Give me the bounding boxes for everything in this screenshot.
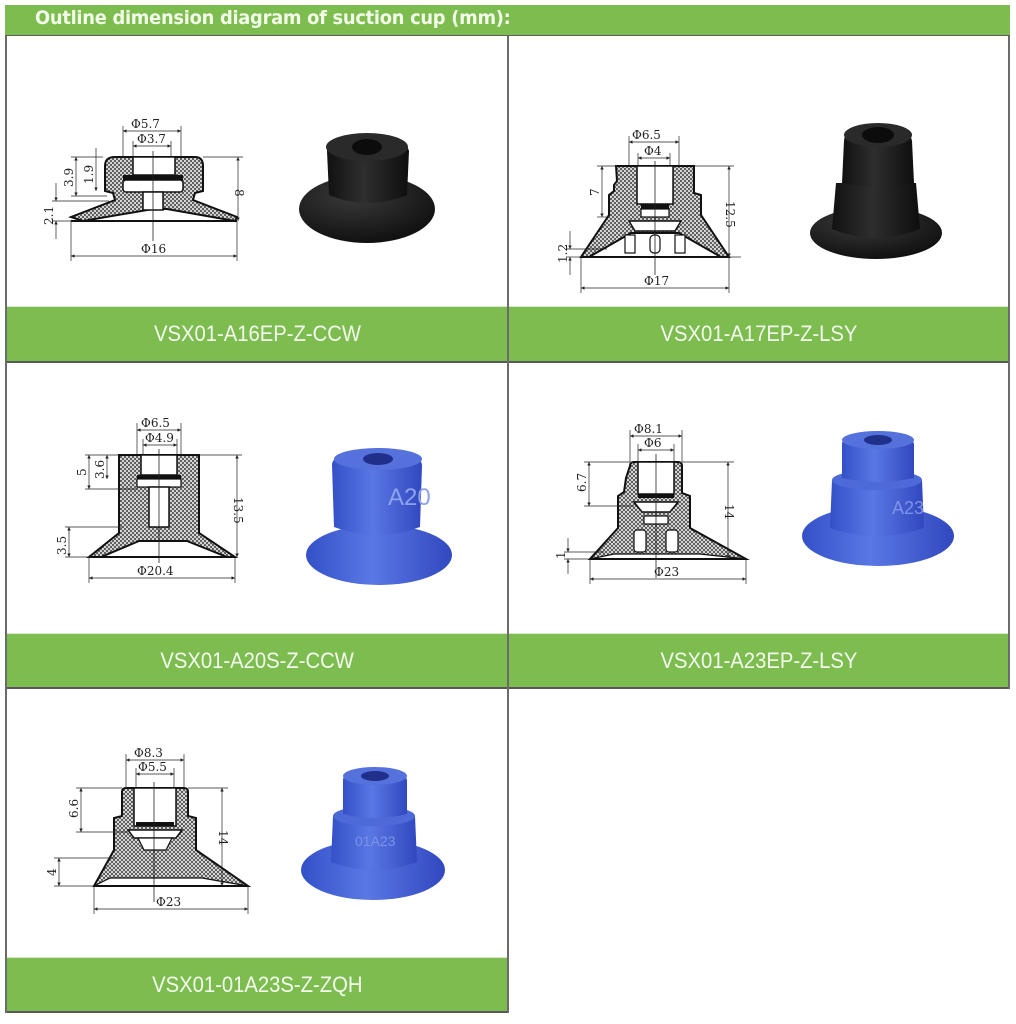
- dimension-drawing: Φ8.1 Φ6 6.7 14 1 Φ23: [554, 422, 750, 584]
- product-photo-black-cup: [299, 133, 435, 243]
- section-header: Outline dimension diagram of suction cup…: [5, 5, 1010, 36]
- dim-lip-height: 1.2: [556, 244, 570, 263]
- product-marking: A20: [388, 484, 431, 511]
- dim-base-diameter: Φ17: [644, 274, 669, 288]
- dim-inner-diameter: Φ3.7: [137, 132, 166, 146]
- model-label: VSX01-A16EP-Z-CCW: [7, 306, 507, 363]
- dim-total-height: 8: [232, 189, 246, 197]
- product-figure: Φ8.1 Φ6 6.7 14 1 Φ23: [509, 363, 1008, 633]
- dim-upper-height: 6.6: [67, 799, 81, 818]
- product-photo-black-cup: [810, 123, 942, 259]
- dim-outer-top-diameter: Φ8.1: [634, 422, 663, 436]
- dim-upper-height: 6.7: [575, 473, 589, 492]
- dim-base-diameter: Φ23: [654, 565, 679, 579]
- product-photo-blue-cup: A20: [306, 448, 452, 585]
- dim-outer-top-diameter: Φ6.5: [632, 128, 661, 142]
- dim-groove-height: 3.6: [93, 460, 107, 479]
- product-card-a20s: Φ6.5 Φ4.9 5 3.6 13.5 3.5 Φ20.4: [5, 363, 509, 689]
- model-label: VSX01-A23EP-Z-LSY: [509, 633, 1008, 689]
- product-photo-blue-cup: 01A23: [301, 767, 445, 900]
- dim-groove-height: 1.9: [82, 165, 96, 184]
- dim-lip-height: 4: [45, 868, 59, 876]
- dim-total-height: 12.5: [723, 201, 737, 228]
- dimension-drawing: Φ5.7 Φ3.7 3.9 1.9 8 2.1 Φ16: [42, 117, 246, 261]
- dim-lip-height: 1: [554, 551, 568, 559]
- model-label: VSX01-A17EP-Z-LSY: [509, 306, 1008, 363]
- dim-outer-top-diameter: Φ5.7: [131, 117, 160, 131]
- model-name: VSX01-A17EP-Z-LSY: [660, 321, 857, 346]
- dim-inner-diameter: Φ6: [644, 436, 661, 450]
- dim-inner-diameter: Φ5.5: [138, 760, 167, 774]
- dim-upper-height: 7: [588, 188, 602, 196]
- model-name: VSX01-A23EP-Z-LSY: [660, 647, 857, 673]
- product-marking: A23: [892, 498, 924, 518]
- model-name: VSX01-01A23S-Z-ZQH: [151, 971, 363, 997]
- dimension-drawing: Φ8.3 Φ5.5 6.6 14 4 Φ23: [45, 746, 252, 914]
- product-marking: 01A23: [355, 833, 396, 849]
- section-title: Outline dimension diagram of suction cup…: [35, 7, 511, 29]
- dim-upper-height: 3.9: [62, 168, 76, 187]
- dim-lip-height: 3.5: [55, 536, 69, 555]
- dimension-drawing: Φ6.5 Φ4 7 12.5 1.2 Φ17: [556, 128, 741, 293]
- product-figure: Φ5.7 Φ3.7 3.9 1.9 8 2.1 Φ16: [7, 36, 507, 306]
- model-name: VSX01-A20S-Z-CCW: [160, 647, 354, 673]
- product-card-01a23s: Φ8.3 Φ5.5 6.6 14 4 Φ23: [5, 689, 509, 1013]
- dim-lip-height: 2.1: [42, 206, 56, 225]
- dim-upper-height: 5: [75, 468, 89, 476]
- model-label: VSX01-01A23S-Z-ZQH: [7, 957, 507, 1013]
- product-photo-blue-cup: A23: [802, 431, 954, 566]
- product-card-a17ep: Φ6.5 Φ4 7 12.5 1.2 Φ17: [507, 36, 1010, 363]
- product-figure: Φ6.5 Φ4.9 5 3.6 13.5 3.5 Φ20.4: [7, 363, 507, 633]
- dim-total-height: 13.5: [231, 497, 245, 524]
- product-card-a23ep: Φ8.1 Φ6 6.7 14 1 Φ23: [507, 363, 1010, 689]
- product-card-a16ep: Φ5.7 Φ3.7 3.9 1.9 8 2.1 Φ16: [5, 36, 509, 363]
- dim-base-diameter: Φ23: [156, 895, 181, 909]
- dim-total-height: 14: [722, 504, 736, 520]
- dim-outer-top-diameter: Φ8.3: [134, 746, 163, 760]
- dim-inner-diameter: Φ4: [644, 144, 662, 158]
- dim-base-diameter: Φ16: [141, 242, 166, 256]
- dim-total-height: 14: [216, 830, 230, 846]
- dim-inner-diameter: Φ4.9: [145, 431, 174, 445]
- model-label: VSX01-A20S-Z-CCW: [7, 633, 507, 689]
- dim-base-diameter: Φ20.4: [137, 564, 174, 578]
- dim-outer-top-diameter: Φ6.5: [141, 416, 170, 430]
- model-name: VSX01-A16EP-Z-CCW: [153, 321, 361, 346]
- product-figure: Φ8.3 Φ5.5 6.6 14 4 Φ23: [7, 689, 507, 957]
- dimension-drawing: Φ6.5 Φ4.9 5 3.6 13.5 3.5 Φ20.4: [55, 416, 245, 583]
- product-figure: Φ6.5 Φ4 7 12.5 1.2 Φ17: [509, 36, 1008, 306]
